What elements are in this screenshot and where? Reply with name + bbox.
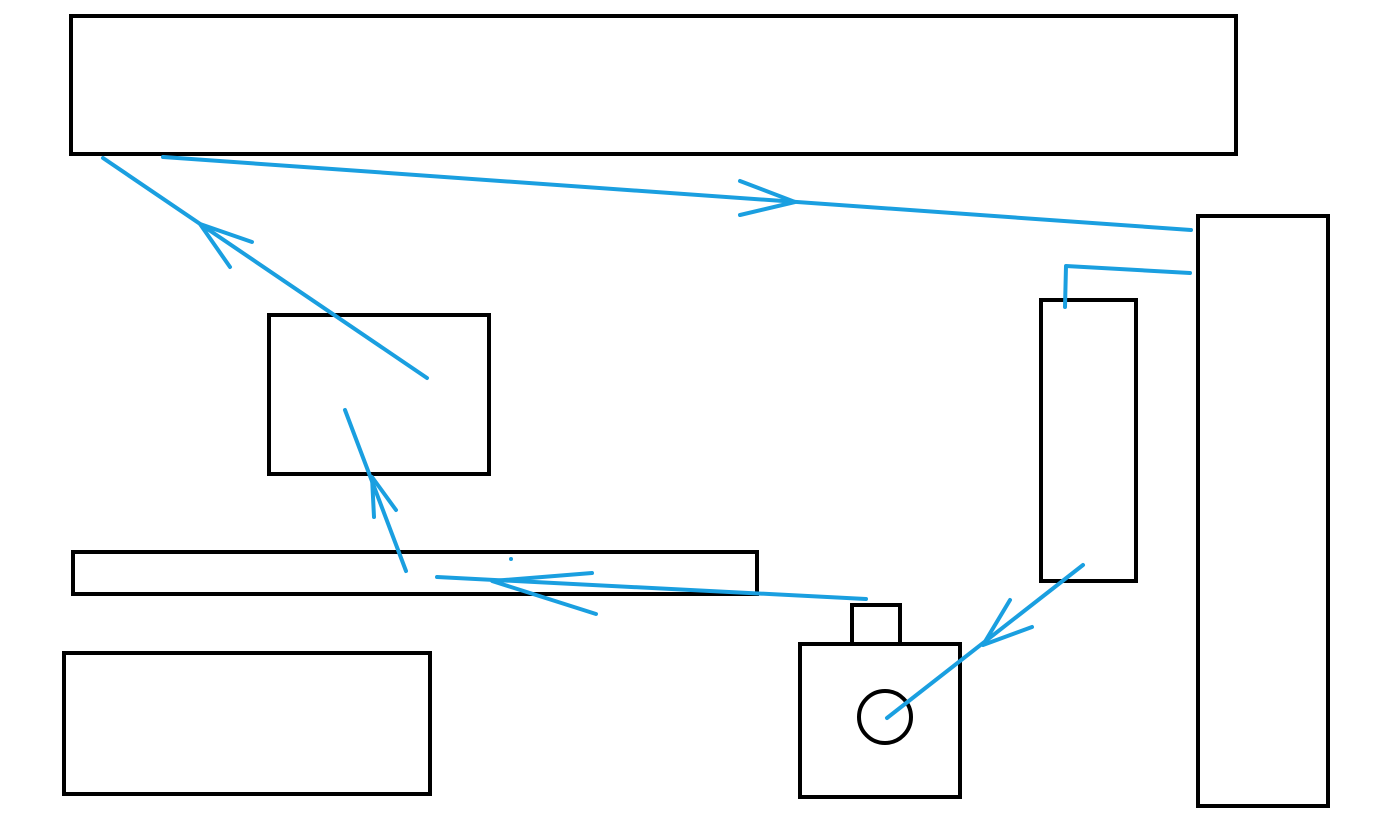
arrowhead-top-right xyxy=(738,179,797,217)
segment-left-diagonal-up xyxy=(101,156,429,380)
center-left-block xyxy=(267,313,491,476)
arrowhead-upper-left xyxy=(198,222,254,269)
right-inner-block xyxy=(1039,298,1138,583)
source-device-top xyxy=(850,603,902,646)
source-device-lens xyxy=(857,689,913,745)
segment-right-inner-hook xyxy=(1063,264,1192,309)
segment-top-block-to-right xyxy=(161,155,1193,232)
right-tall-block xyxy=(1196,214,1330,808)
segment-short-up xyxy=(343,408,408,573)
top-long-block xyxy=(69,14,1238,156)
path-speck xyxy=(509,557,513,561)
bottom-left-block xyxy=(62,651,432,796)
arrowhead-shelf-left xyxy=(490,571,598,616)
arrowhead-middle-up xyxy=(370,475,398,519)
objects-layer xyxy=(62,14,1330,808)
arrowhead-lower-right xyxy=(981,598,1034,647)
source-device-body xyxy=(798,642,962,799)
middle-thin-shelf xyxy=(71,550,759,596)
path-layer xyxy=(101,155,1193,720)
